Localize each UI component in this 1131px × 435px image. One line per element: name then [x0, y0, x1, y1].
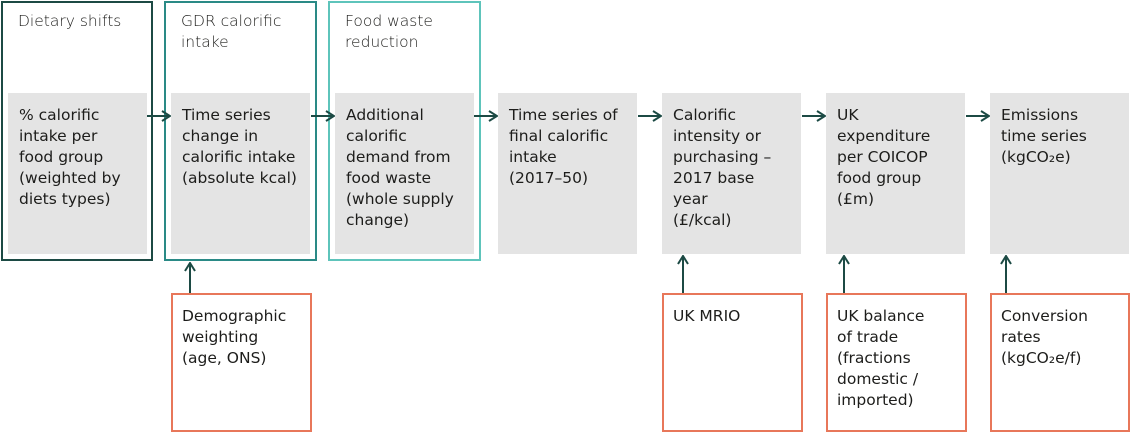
input-uk-balance-of-trade: UK balance of trade (fractions domestic …: [826, 293, 967, 432]
input-demographic-weighting: Demographic weighting (age, ONS): [171, 293, 312, 432]
input-uk-mrio: UK MRIO: [662, 293, 803, 432]
step-time-series-final-calorific-intake: Time series of final calorific intake (2…: [498, 93, 637, 254]
step-uk-expenditure-coicop: UK expenditure per COICOP food group (£m…: [826, 93, 965, 254]
step-emissions-time-series: Emissions time series (kgCO₂e): [990, 93, 1129, 254]
input-conversion-rates: Conversion rates (kgCO₂e/f): [990, 293, 1130, 432]
frame-label-food-waste-reduction: Food waste reduction: [345, 12, 433, 51]
frame-gdr-calorific-intake: GDR calorific intake: [164, 1, 317, 261]
step-time-series-change-calorific-intake: Time series change in calorific intake (…: [171, 93, 310, 254]
step-calorific-intake-per-food-group: % calorific intake per food group (weigh…: [8, 93, 147, 254]
frame-dietary-shifts: Dietary shifts: [1, 1, 153, 261]
frame-label-gdr-calorific-intake: GDR calorific intake: [181, 12, 282, 51]
frame-food-waste-reduction: Food waste reduction: [328, 1, 481, 261]
frame-label-dietary-shifts: Dietary shifts: [18, 12, 122, 30]
step-calorific-intensity-purchasing: Calorific intensity or purchasing – 2017…: [662, 93, 801, 254]
step-additional-calorific-demand-food-waste: Additional calorific demand from food wa…: [335, 93, 474, 254]
